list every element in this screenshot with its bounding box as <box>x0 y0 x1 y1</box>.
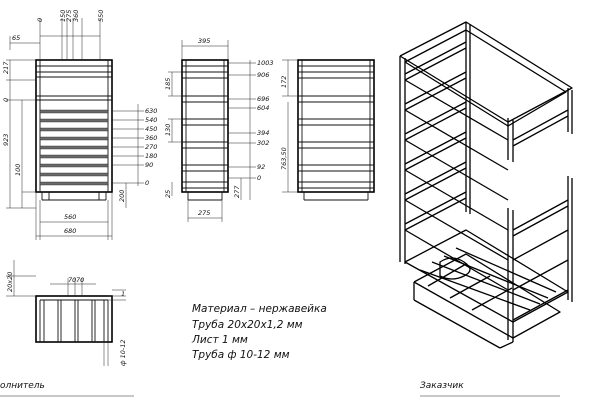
note-sheet: Лист 1 мм <box>191 334 248 346</box>
signature-customer: Заказчик <box>420 381 464 391</box>
front-dim-923: 923 <box>2 134 10 146</box>
material-notes: Материал – нержавейка Труба 20х20х1,2 мм… <box>191 303 327 361</box>
detail-view: 70 70 20x20 1 ф 10-12 <box>6 260 127 366</box>
front-dim-90: 90 <box>145 161 153 169</box>
front-dim-680: 680 <box>64 227 76 235</box>
side-view: 395 185 130 25 1003 906 696 604 394 302 … <box>164 37 274 222</box>
isometric-view <box>399 21 573 349</box>
front-dim-630: 630 <box>145 107 157 115</box>
front-view: 0 150 275 360 550 65 217 0 923 100 630 5… <box>2 10 157 240</box>
note-rod: Труба ф 10-12 мм <box>192 349 290 361</box>
front-dim-100: 100 <box>14 164 22 176</box>
note-material: Материал – нержавейка <box>192 303 327 315</box>
back-dim-172: 172 <box>280 76 288 88</box>
detail-dim-20x20: 20x20 <box>6 272 14 292</box>
front-dim-540: 540 <box>145 116 157 124</box>
front-dim-200: 200 <box>118 190 126 202</box>
front-dim-0-left: 0 <box>2 98 10 102</box>
back-view: 172 763,50 <box>280 59 375 201</box>
side-dim-1003: 1003 <box>257 59 274 67</box>
front-dim-550: 550 <box>97 10 105 22</box>
side-dim-185: 185 <box>164 78 172 90</box>
back-dim-763-50: 763,50 <box>280 147 288 170</box>
front-dim-275: 275 <box>65 10 73 22</box>
detail-dim-70-b: 70 <box>76 276 84 284</box>
detail-dim-70-a: 70 <box>68 276 76 284</box>
front-dim-65: 65 <box>12 34 20 42</box>
side-dim-92: 92 <box>257 163 265 171</box>
front-dim-0: 0 <box>36 18 44 22</box>
detail-dim-1: 1 <box>121 290 125 298</box>
front-dim-0-right: 0 <box>145 179 149 187</box>
front-dim-450: 450 <box>145 125 157 133</box>
signature-executor: олнитель <box>0 381 45 391</box>
side-dim-395: 395 <box>198 37 210 45</box>
side-dim-302: 302 <box>257 139 269 147</box>
side-dim-604: 604 <box>257 104 269 112</box>
front-dim-360: 360 <box>72 10 80 22</box>
front-dim-217: 217 <box>2 61 10 74</box>
side-dim-130: 130 <box>164 124 172 136</box>
detail-dim-phi: ф 10-12 <box>119 339 127 366</box>
side-dim-25: 25 <box>164 190 172 198</box>
side-dim-394: 394 <box>257 129 269 137</box>
front-dim-180: 180 <box>145 152 157 160</box>
front-dim-150: 150 <box>59 10 67 22</box>
side-dim-275: 275 <box>198 209 210 217</box>
front-dim-560: 560 <box>64 213 76 221</box>
front-dim-360-right: 360 <box>145 134 157 142</box>
side-dim-277: 277 <box>233 185 241 198</box>
note-pipe: Труба 20х20х1,2 мм <box>192 319 303 331</box>
side-dim-0: 0 <box>257 174 261 182</box>
side-dim-906: 906 <box>257 71 269 79</box>
front-dim-270: 270 <box>145 143 157 151</box>
signature-block: олнитель Заказчик <box>0 381 560 397</box>
side-dim-696: 696 <box>257 95 269 103</box>
